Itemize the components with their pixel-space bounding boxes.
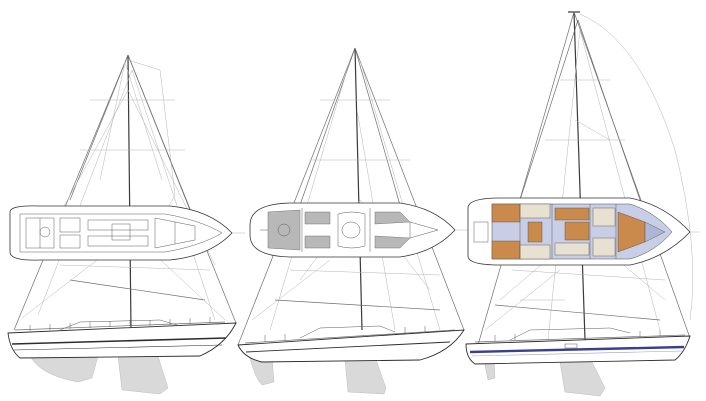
boat-2-hull: [237, 325, 465, 395]
boat-3-keel: [559, 361, 606, 397]
boat-3: [465, 11, 700, 397]
boat-2: [237, 47, 470, 395]
boat-1: [7, 54, 245, 395]
boat-1-rigging: [13, 54, 237, 331]
boat-3-deck-plan: [467, 197, 700, 266]
boat-2-rudder: [249, 357, 275, 386]
boat-2-rigging: [237, 47, 465, 346]
boat-1-keel: [117, 355, 169, 395]
boat-3-mast: [573, 11, 586, 341]
boat-3-rigging: [477, 11, 694, 346]
boat-1-mast: [127, 54, 132, 331]
boat-1-rudder: [29, 355, 99, 383]
boat-3-hull-stripe: [469, 345, 685, 354]
boat-2-mast: [354, 47, 363, 331]
boat-1-hull: [7, 317, 237, 395]
boat-1-deck-plan: [9, 205, 245, 261]
boat-3-hull: [465, 327, 691, 397]
boat-2-deck-plan: [249, 202, 470, 258]
boat-2-keel: [344, 359, 387, 395]
